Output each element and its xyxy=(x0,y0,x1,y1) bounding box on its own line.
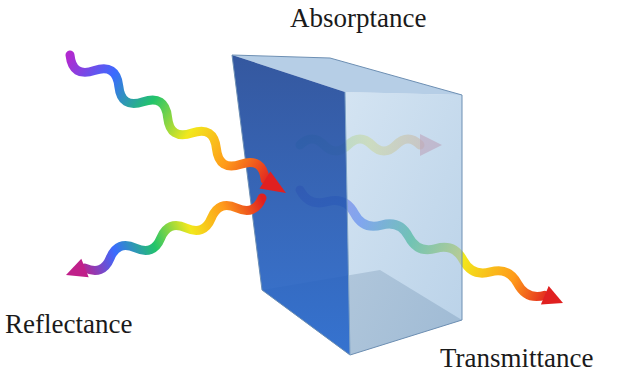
term-label: Absorptance xyxy=(290,2,426,34)
cube-outline xyxy=(232,55,462,355)
transmitted-arrowhead xyxy=(541,286,563,304)
term-label: Transmittance xyxy=(440,342,593,374)
reflected-wave xyxy=(85,198,262,270)
reflected-arrowhead xyxy=(66,259,89,278)
incident-wave xyxy=(70,55,265,180)
cube-left-face xyxy=(232,55,350,355)
incident-arrowhead xyxy=(260,172,286,193)
term-label: Reflectance xyxy=(5,308,132,340)
cube-edge xyxy=(345,92,350,355)
cube-right-face xyxy=(345,92,462,355)
